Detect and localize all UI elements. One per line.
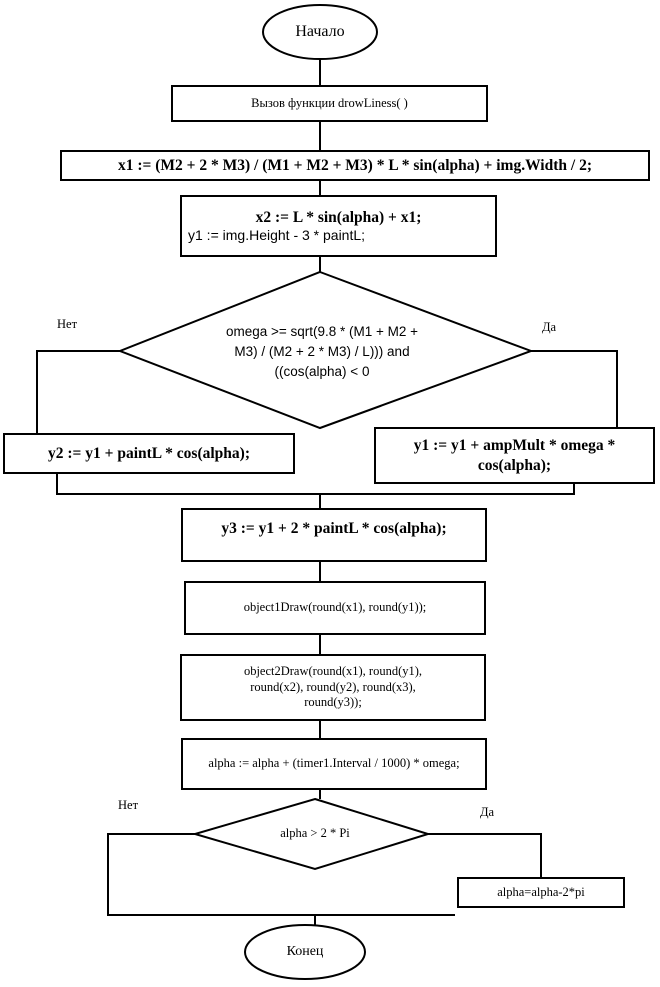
- start-terminal: Начало: [295, 23, 345, 40]
- y2-assignment-process: y2 := y1 + paintL * cos(alpha);: [3, 433, 295, 474]
- object1-draw-process: object1Draw(round(x1), round(y1));: [184, 581, 486, 635]
- end-terminal-shape: [244, 924, 366, 980]
- alpha-wrap-process: alpha=alpha-2*pi: [457, 877, 625, 908]
- alpha-decision-no-label: Нет: [118, 798, 139, 812]
- alpha-decision-shape: [191, 797, 432, 871]
- x1-assignment-process: x1 := (M2 + 2 * M3) / (M1 + M2 + M3) * L…: [60, 150, 650, 181]
- x1-assignment-label: x1 := (M2 + 2 * M3) / (M1 + M2 + M3) * L…: [118, 156, 592, 174]
- omega-decision-no-label: Нет: [57, 317, 78, 331]
- end-terminal: Конец: [286, 944, 324, 960]
- object1-draw-label: object1Draw(round(x1), round(y1));: [243, 600, 427, 615]
- object2-draw-label: object2Draw(round(x1), round(y1), round(…: [243, 664, 423, 710]
- omega-decision-yes-label: Да: [542, 320, 557, 334]
- alpha-decision-condition: alpha > 2 * Pi: [280, 826, 350, 841]
- omega-decision-condition: omega >= sqrt(9.8 * (M1 + M2 + M3) / (M2…: [225, 323, 419, 380]
- x2-y1-assignment-process: x2 := L * sin(alpha) + x1; y1 := img.Hei…: [180, 195, 497, 257]
- y3-assignment-process: y3 := y1 + 2 * paintL * cos(alpha);: [181, 508, 487, 562]
- alpha-decision-yes-label: Да: [480, 805, 495, 819]
- y1-assignment-label: y1 := img.Height - 3 * paintL;: [188, 226, 366, 243]
- alpha-assignment-label: alpha := alpha + (timer1.Interval / 1000…: [208, 756, 460, 771]
- alpha-wrap-label: alpha=alpha-2*pi: [497, 884, 585, 899]
- y1-amp-assignment-process: y1 := y1 + ampMult * omega * cos(alpha);: [374, 427, 655, 484]
- call-drowliness-process: Вызов функции drowLiness( ): [171, 85, 488, 122]
- call-drowliness-label: Вызов функции drowLiness( ): [251, 95, 408, 110]
- x2-assignment-label: x2 := L * sin(alpha) + x1;: [255, 208, 422, 226]
- y1-amp-assignment-label: y1 := y1 + ampMult * omega * cos(alpha);: [413, 437, 616, 474]
- y2-assignment-label: y2 := y1 + paintL * cos(alpha);: [48, 444, 250, 462]
- alpha-assignment-process: alpha := alpha + (timer1.Interval / 1000…: [181, 738, 487, 790]
- omega-decision-shape: [117, 270, 534, 430]
- object2-draw-process: object2Draw(round(x1), round(y1), round(…: [180, 654, 486, 721]
- y3-assignment-label: y3 := y1 + 2 * paintL * cos(alpha);: [221, 520, 447, 537]
